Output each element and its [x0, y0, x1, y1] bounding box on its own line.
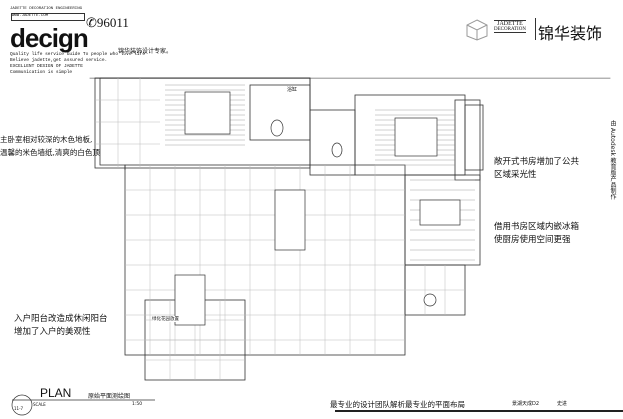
second-bed [394, 117, 438, 157]
design-logo: decign [10, 23, 89, 53]
sink [423, 293, 437, 307]
scale-value: 1:50 [132, 402, 143, 407]
phone-text: 96011 [96, 15, 129, 30]
footer-motto: 最专业的设计团队解析最专业的平面布局 [330, 400, 465, 409]
annotation-balcony: 入户阳台改造成休闲阳台 增加了入户的美观性 [14, 313, 108, 339]
phone-number: ✆96011 [86, 15, 129, 31]
footer-rule [335, 410, 623, 412]
brand-en: JADETTE DECORATION [494, 20, 526, 33]
annotation-line: 区域采光性 [494, 170, 537, 180]
annotation-line: 入户阳台改造成休闲阳台 [14, 314, 108, 324]
autodesk-watermark: 由 Autodesk 教育版产品制作 [609, 120, 616, 200]
annotation-master-bedroom: 主卧室相对较深的木色地板, 温馨的米色墙纸,清爽的白色顶 [0, 133, 100, 159]
study-desk [419, 199, 461, 226]
annotation-line: 温馨的米色墙纸,清爽的白色顶 [0, 148, 100, 157]
tagline: 锦华装饰设计专家。 [118, 48, 173, 55]
drawing-number-circle [11, 394, 33, 416]
project-name: 景湖天成D2 [512, 401, 540, 407]
slogan-line: Believe jadette,get assured service. [10, 58, 108, 63]
master-bed [184, 91, 231, 135]
slogan-line: EXCELLENT DESIGN OF JADETTE [10, 64, 83, 69]
annotation-line: 主卧室相对较深的木色地板, [0, 135, 93, 144]
dining-table [274, 189, 306, 251]
scale-label: SCALE [33, 402, 46, 407]
annotation-line: 敞开式书房增加了公共 [494, 157, 580, 167]
slogan-line: Quality life service Guide To people who… [10, 52, 146, 57]
designer-name: 史进 [557, 401, 568, 407]
phone-icon: ✆ [86, 15, 97, 30]
company-name-en: JADETTE DECORATION ENGINEERING [10, 7, 83, 11]
room-label-bath: 浴缸 [287, 87, 298, 93]
toilet [270, 119, 284, 137]
cube-logo-icon [466, 19, 488, 41]
plan-label: PLAN [40, 386, 72, 400]
annotation-line: 使厨房使用空间更强 [494, 235, 571, 245]
drawing-number: 11-7 [14, 406, 24, 411]
brand-en-top: JADETTE [497, 21, 523, 27]
brand-cn: 锦华装饰 [538, 24, 603, 43]
toilet [331, 142, 343, 158]
brand-divider [535, 18, 536, 40]
floor-tiles [95, 78, 465, 380]
company-url-box: WWW.JADETTE.COM [11, 13, 85, 21]
room-label-balcony: 绿化花园放置 [152, 316, 179, 322]
annotation-kitchen: 借用书房区域内嵌冰箱 使厨房使用空间更强 [494, 221, 579, 247]
slogan: Quality life service Guide To people who… [10, 52, 145, 76]
drawing-title: 原始平面测绘图 [88, 393, 131, 400]
sofa [174, 274, 206, 326]
annotation-line: 借用书房区域内嵌冰箱 [494, 222, 580, 232]
annotation-line: 增加了入户的美观性 [14, 327, 91, 337]
furniture [174, 91, 461, 326]
brand-en-bottom: DECORATION [494, 27, 526, 32]
annotation-study: 敞开式书房增加了公共 区域采光性 [494, 156, 579, 182]
slogan-line: Communication is simple [10, 70, 73, 75]
